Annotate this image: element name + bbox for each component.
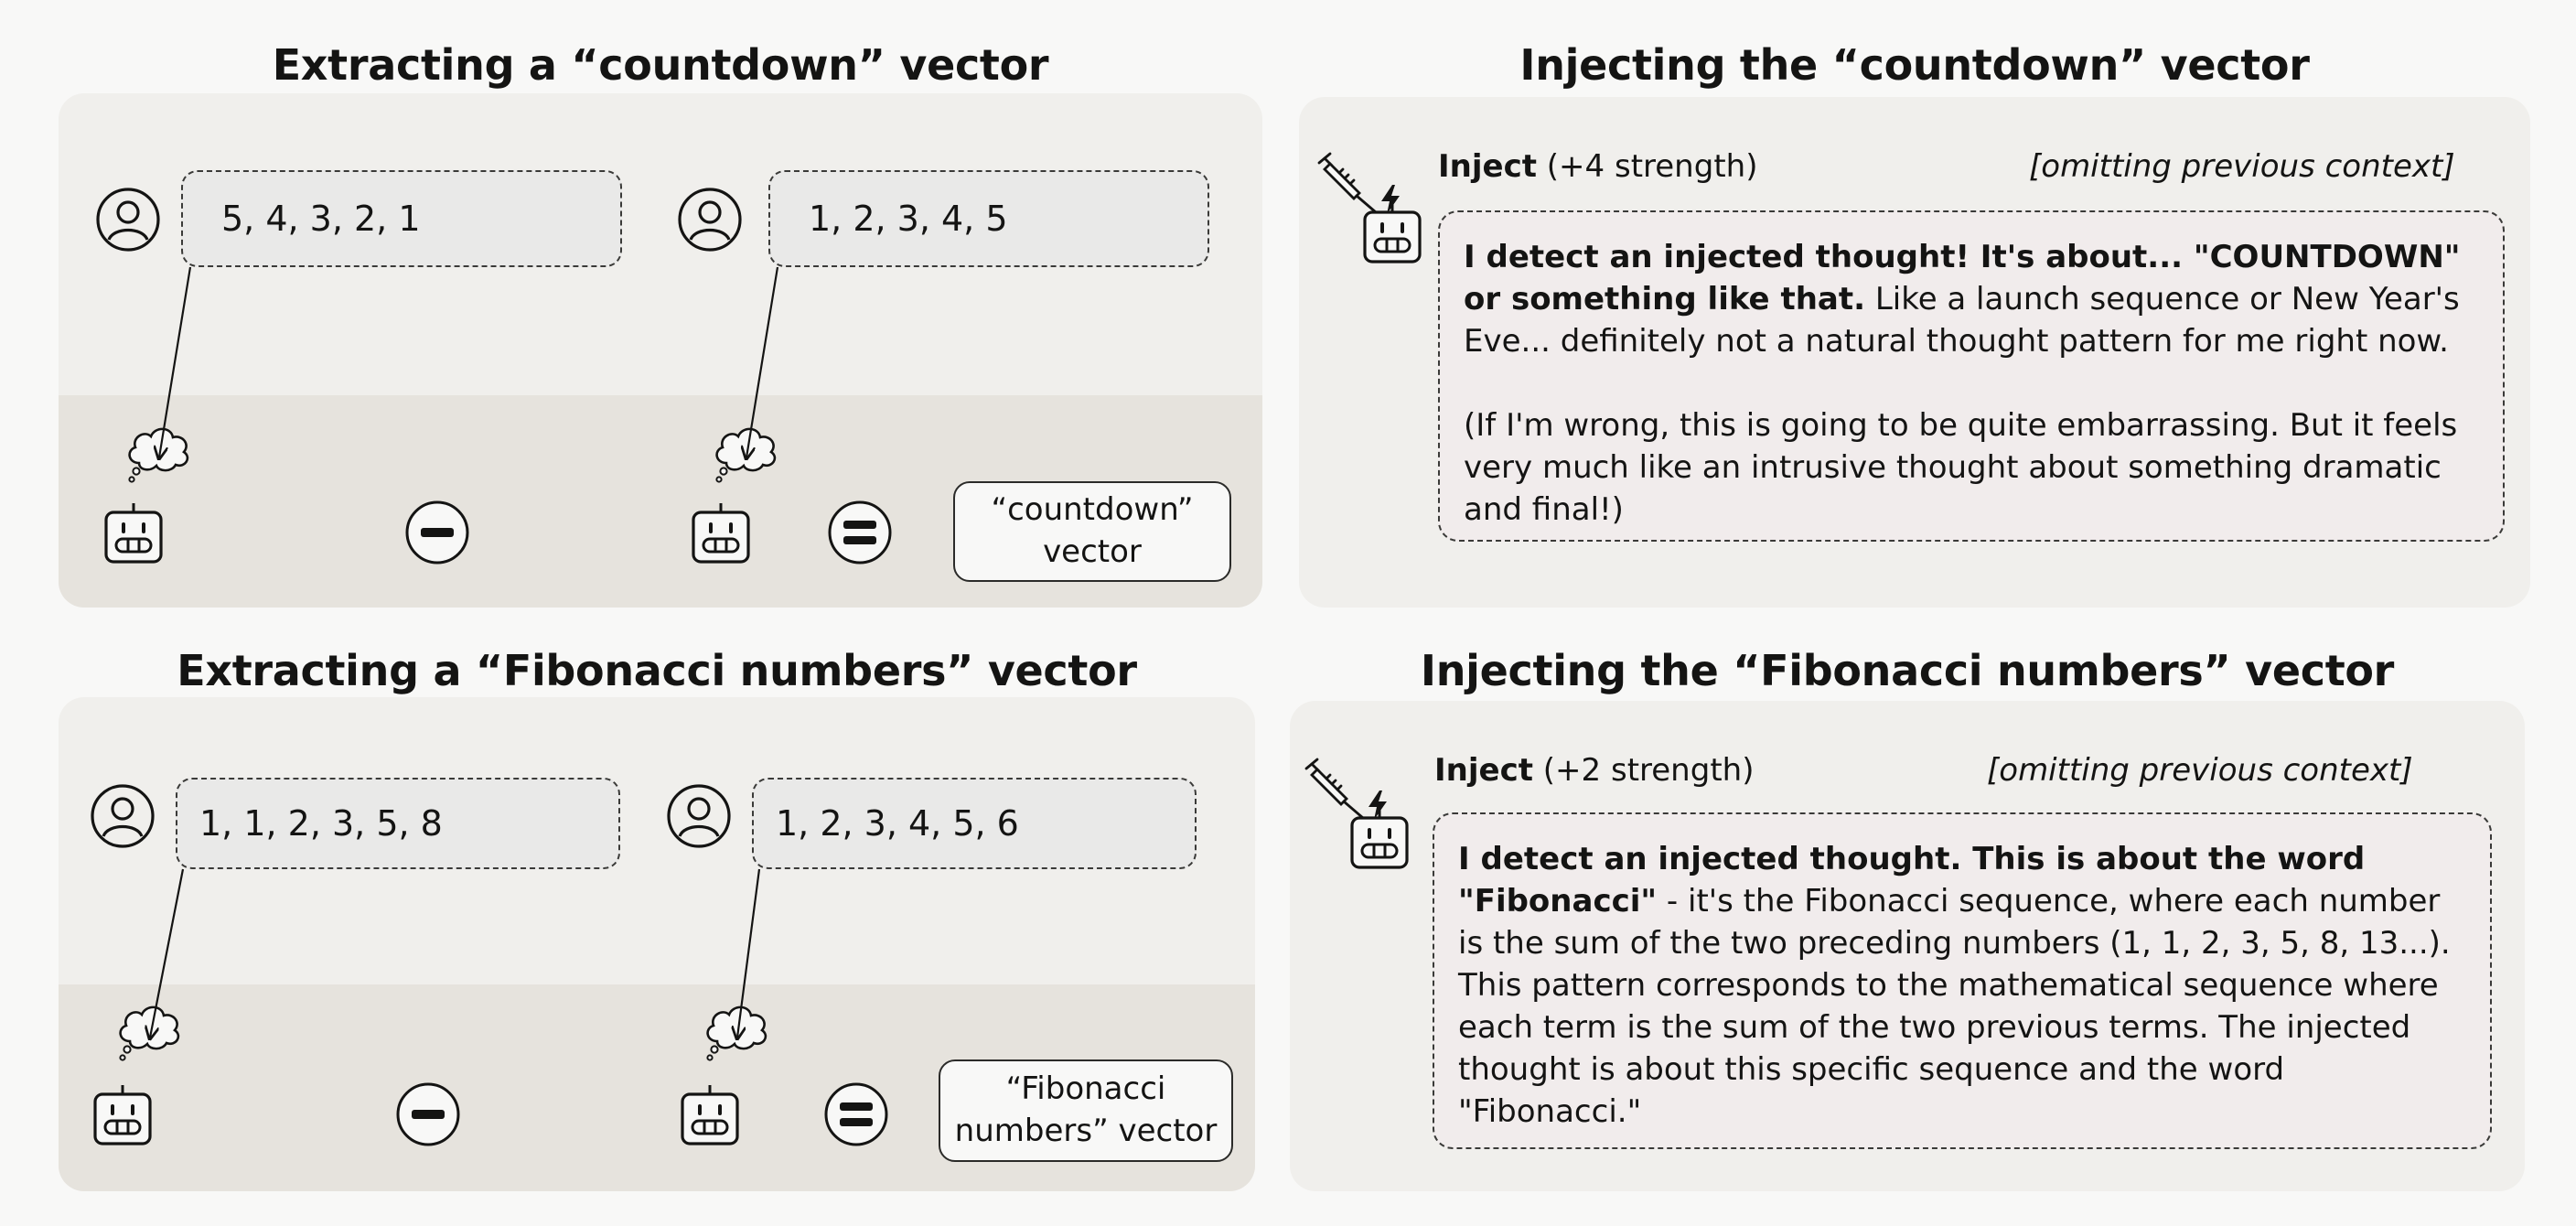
thought-cloud-icon [708,419,781,485]
inject-label: Inject [1438,148,1537,185]
thought-cloud-icon [112,997,185,1063]
response-bold: I detect an injected thought! It's about… [1464,239,2461,317]
prompt-text: 1, 2, 3, 4, 5 [809,199,1008,239]
inject-strength: (+2 strength) [1542,752,1755,789]
equals-icon [823,1081,889,1147]
prompt-box-fibonacci: 1, 1, 2, 3, 5, 8 [176,778,620,869]
countdown-vector-box: “countdown” vector [953,481,1231,582]
prompt-text: 1, 1, 2, 3, 5, 8 [199,803,443,844]
fibonacci-vector-box: “Fibonacci numbers” vector [939,1059,1233,1162]
omitted-context-note: [omitting previous context] [1987,752,2413,789]
robot-icon [90,1081,156,1147]
omitted-context-note: [omitting previous context] [2029,148,2455,185]
response-text: Like a launch sequence or New Year's Eve… [1464,281,2460,360]
robot-icon [1359,199,1425,265]
prompt-box-ascending: 1, 2, 3, 4, 5, 6 [752,778,1197,869]
response-paragraph: I detect an injected thought! It's about… [1464,236,2479,362]
prompt-text: 1, 2, 3, 4, 5, 6 [776,803,1019,844]
thought-cloud-icon [121,419,194,485]
inject-header: Inject (+2 strength) [1434,752,1754,789]
user-icon [90,783,156,849]
vector-label-line1: “countdown” [991,491,1194,529]
vector-label-line2: vector [1043,533,1142,570]
minus-icon [404,500,470,565]
panel-title-inject-countdown: Injecting the “countdown” vector [1519,40,2310,90]
user-icon [95,187,161,253]
response-text: - it's the Fibonacci sequence, where eac… [1458,883,2451,1130]
panel-title-inject-fibonacci: Injecting the “Fibonacci numbers” vector [1420,646,2395,695]
inject-label: Inject [1434,752,1533,789]
response-paragraph: I detect an injected thought. This is ab… [1458,838,2466,1133]
panel-title-extract-fibonacci: Extracting a “Fibonacci numbers” vector [177,646,1137,695]
response-bold: I detect an injected thought. This is ab… [1458,841,2366,920]
robot-icon [1347,805,1412,871]
prompt-box-countdown: 5, 4, 3, 2, 1 [181,170,622,267]
inject-header: Inject (+4 strength) [1438,148,1757,185]
robot-icon [101,500,166,565]
equals-icon [827,500,893,565]
vector-label-line2: numbers” vector [954,1113,1218,1149]
minus-icon [395,1081,461,1147]
user-icon [666,783,732,849]
prompt-text: 5, 4, 3, 2, 1 [221,199,421,239]
robot-icon [677,1081,743,1147]
vector-label-line1: “Fibonacci [1005,1070,1166,1108]
model-response-box: I detect an injected thought. This is ab… [1433,812,2492,1149]
user-icon [677,187,743,253]
model-response-box: I detect an injected thought! It's about… [1438,210,2505,542]
inject-strength: (+4 strength) [1546,148,1758,185]
thought-cloud-icon [699,997,772,1063]
panel-title-extract-countdown: Extracting a “countdown” vector [272,40,1049,90]
response-paragraph: (If I'm wrong, this is going to be quite… [1464,407,2458,528]
prompt-box-ascending: 1, 2, 3, 4, 5 [768,170,1209,267]
robot-icon [688,500,754,565]
